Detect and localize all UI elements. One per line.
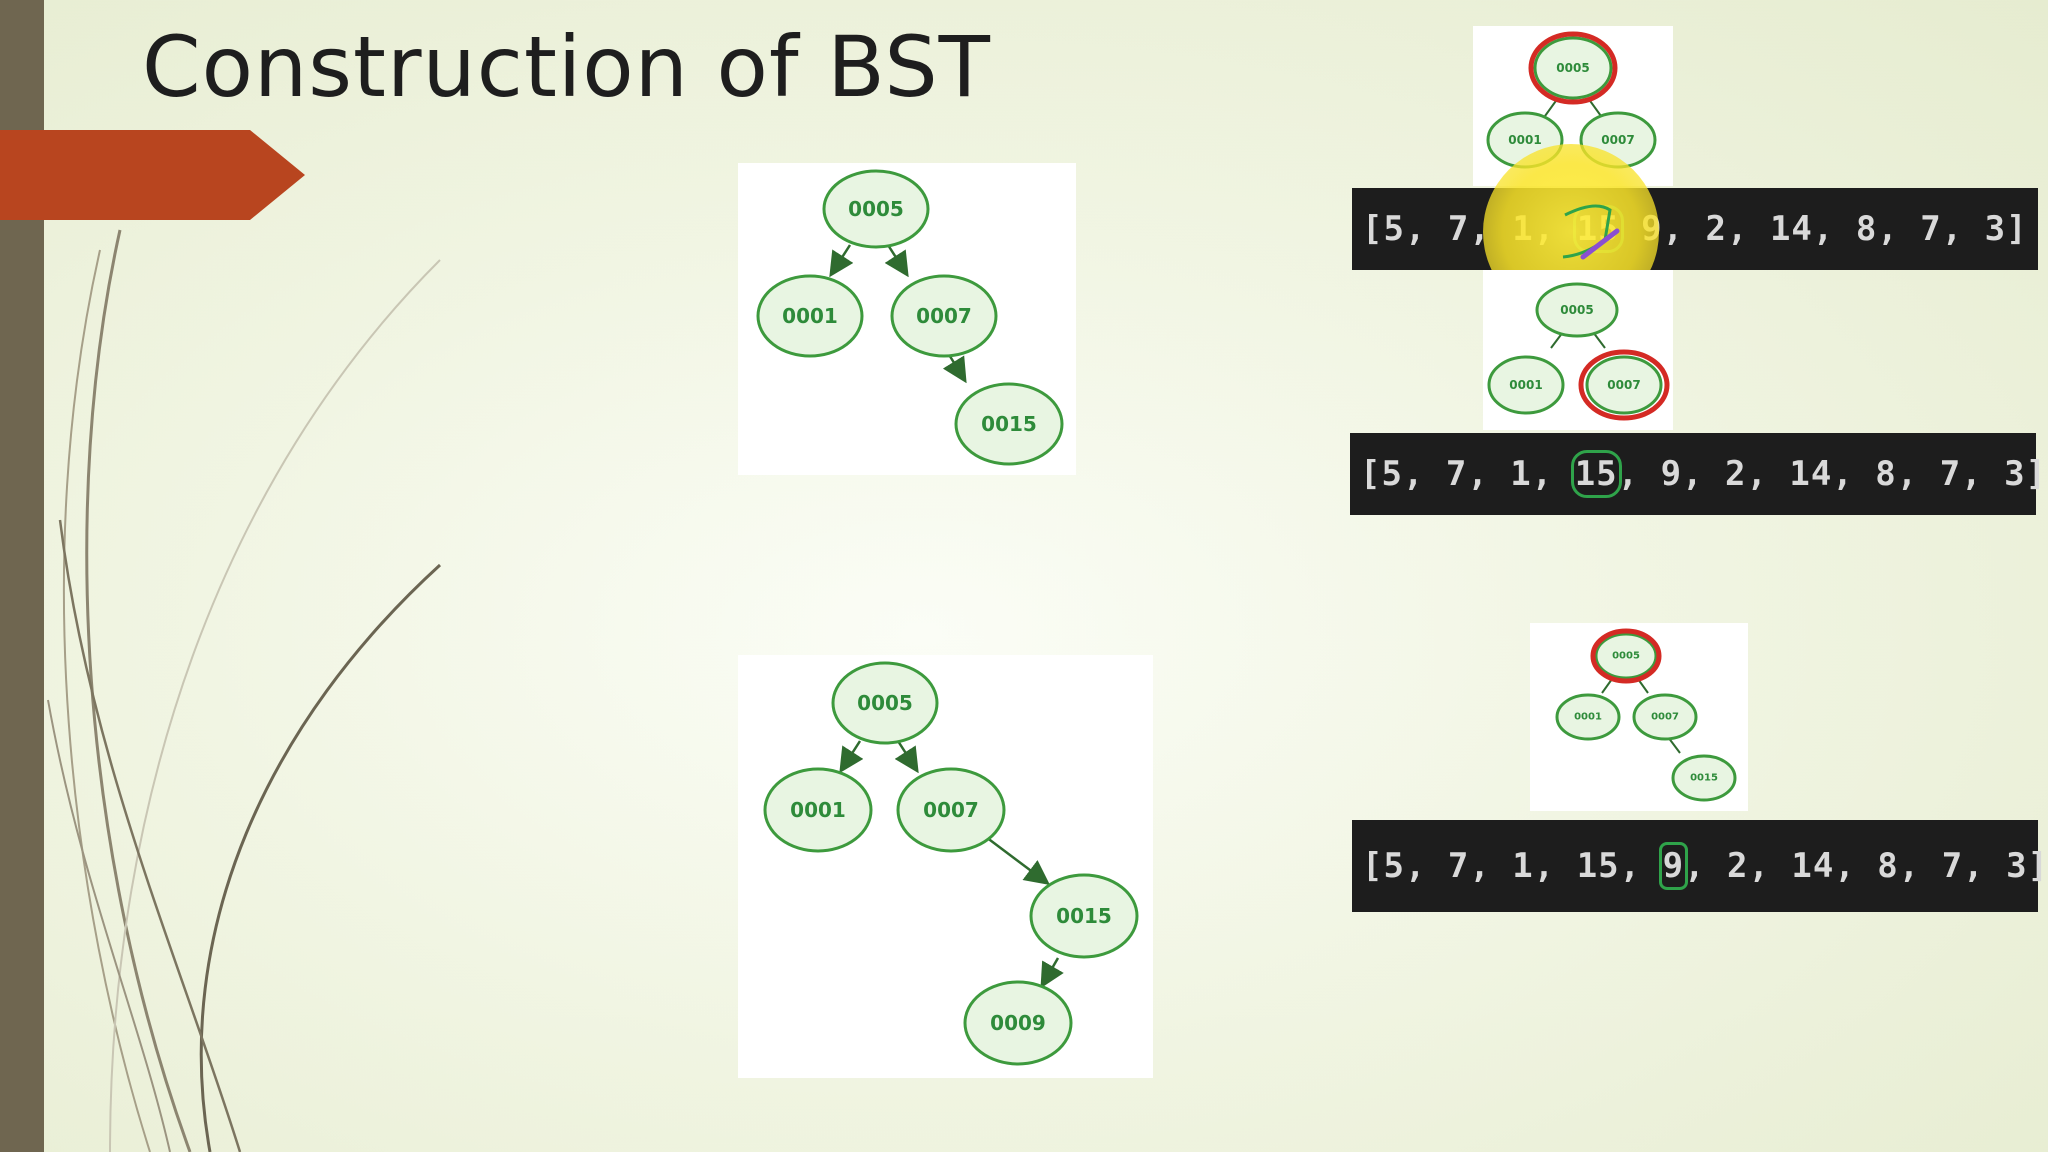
- svg-text:0005: 0005: [1560, 303, 1593, 317]
- tree-node: 0005: [1533, 36, 1613, 100]
- svg-text:0005: 0005: [1612, 651, 1640, 662]
- tree-node: 0007: [890, 274, 998, 358]
- array-text: 9, 2, 14, 8, 7, 3]: [1619, 209, 2028, 249]
- bst-thumbnail-a: 0005 0001 0007: [1473, 26, 1673, 186]
- tree-node: 0001: [1486, 111, 1564, 169]
- tree-node: 0001: [763, 767, 873, 853]
- current-node-ring: [1528, 31, 1618, 105]
- tree-node: 0005: [831, 661, 939, 745]
- tree-node: 0005: [1594, 632, 1658, 680]
- tree-node: 0001: [1555, 693, 1621, 741]
- bst-diagram-step-b: 0005 0001 0007 0015 0009: [738, 655, 1153, 1078]
- bst-diagram-step-a: 0005 0001 0007 0015: [738, 163, 1076, 475]
- highlighted-element: 15: [1572, 205, 1624, 253]
- svg-text:0007: 0007: [916, 304, 972, 328]
- svg-text:0007: 0007: [1651, 712, 1679, 723]
- array-text: , 2, 14, 8, 7, 3]: [1684, 846, 2048, 886]
- tree-node: 0005: [822, 169, 930, 249]
- bst-thumbnail-b: 0005 0001 0007: [1483, 270, 1673, 430]
- bst-thumbnail-c: 0005 0001 0007 0015: [1530, 623, 1748, 811]
- svg-text:0015: 0015: [1056, 904, 1112, 928]
- highlighted-element: 9: [1658, 842, 1689, 890]
- tree-node: 0015: [1029, 873, 1139, 959]
- svg-text:0015: 0015: [981, 412, 1037, 436]
- tree-node: 0001: [1487, 355, 1565, 415]
- svg-text:0007: 0007: [923, 798, 979, 822]
- tree-node: 0015: [1671, 754, 1737, 802]
- svg-text:0005: 0005: [857, 691, 913, 715]
- tree-node: 0007: [1585, 355, 1663, 415]
- svg-text:0007: 0007: [1607, 378, 1640, 392]
- current-node-ring: [1590, 628, 1662, 684]
- array-display-3: [5, 7, 1, 15, 9, 2, 14, 8, 7, 3]: [1352, 820, 2048, 912]
- array-text: , 9, 2, 14, 8, 7, 3]: [1617, 454, 2048, 494]
- current-node-ring: [1578, 349, 1670, 421]
- tree-node: 0005: [1535, 282, 1619, 338]
- array-text: [5, 7, 1,: [1362, 209, 1577, 249]
- svg-text:0015: 0015: [1690, 773, 1718, 784]
- highlighted-element: 15: [1570, 450, 1622, 498]
- svg-text:0009: 0009: [990, 1011, 1046, 1035]
- slide-title: Construction of BST: [142, 18, 991, 116]
- title-arrow-shape: [0, 130, 305, 220]
- svg-text:0001: 0001: [1509, 378, 1542, 392]
- tree-node: 0001: [756, 274, 864, 358]
- tree-node: 0015: [954, 382, 1064, 466]
- array-text: [5, 7, 1,: [1360, 454, 1575, 494]
- tree-node: 0007: [1579, 111, 1657, 169]
- array-text: [5, 7, 1, 15,: [1362, 846, 1663, 886]
- tree-node: 0007: [896, 767, 1006, 853]
- svg-text:0005: 0005: [1556, 61, 1589, 75]
- array-display-1: [5, 7, 1, 15 9, 2, 14, 8, 7, 3]: [1352, 188, 2038, 270]
- svg-text:0001: 0001: [1574, 712, 1602, 723]
- svg-text:0001: 0001: [1508, 133, 1541, 147]
- svg-text:0007: 0007: [1601, 133, 1634, 147]
- svg-text:0001: 0001: [790, 798, 846, 822]
- tree-node: 0009: [963, 980, 1073, 1066]
- array-display-2: [5, 7, 1, 15, 9, 2, 14, 8, 7, 3]: [1350, 433, 2046, 515]
- svg-text:0005: 0005: [848, 197, 904, 221]
- tree-node: 0007: [1632, 693, 1698, 741]
- svg-text:0001: 0001: [782, 304, 838, 328]
